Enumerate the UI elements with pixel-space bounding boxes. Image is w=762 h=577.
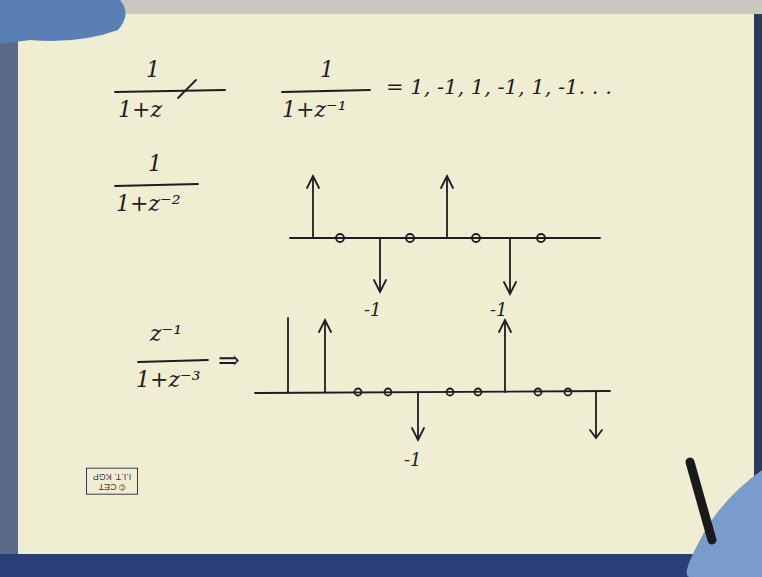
denominator: 1+z⁻¹ xyxy=(282,98,346,122)
numerator: z⁻¹ xyxy=(150,322,182,346)
numerator: 1 xyxy=(146,58,160,82)
denominator: 1+z⁻³ xyxy=(136,368,200,392)
paper-sheet xyxy=(18,14,754,554)
desk-edge xyxy=(0,0,18,577)
time-axis xyxy=(255,391,610,393)
implies-arrow: ⇒ xyxy=(218,346,240,375)
sequence-expansion: = 1, -1, 1, -1, 1, -1. . . xyxy=(386,76,612,99)
strike-out xyxy=(178,80,196,98)
denominator: 1+z⁻² xyxy=(116,192,180,216)
denominator: 1+z xyxy=(118,98,162,122)
desk-edge xyxy=(0,554,762,577)
sample-value: -1 xyxy=(490,300,508,320)
watermark: © CET I.I.T. KGP xyxy=(86,468,138,495)
fraction-bar xyxy=(115,184,198,186)
fraction-bar xyxy=(115,90,225,92)
fraction-bar xyxy=(138,360,208,362)
fraction-bar xyxy=(282,90,370,92)
glove xyxy=(0,0,126,44)
sample-value: -1 xyxy=(364,300,382,320)
amplitude-axis xyxy=(287,318,289,393)
sample-value: -1 xyxy=(404,450,422,470)
numerator: 1 xyxy=(148,152,162,176)
pen xyxy=(690,462,712,540)
numerator: 1 xyxy=(320,58,334,82)
